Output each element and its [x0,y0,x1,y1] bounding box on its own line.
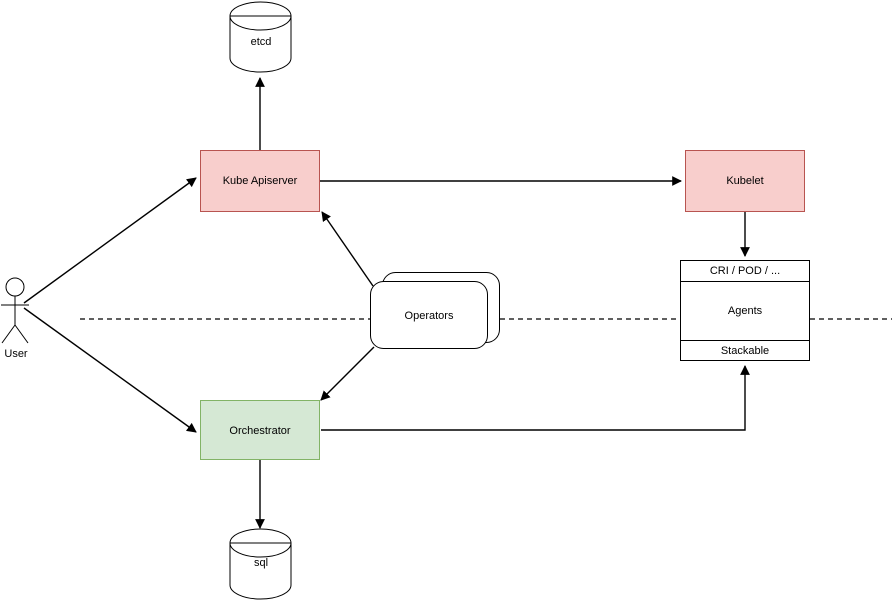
node-operators[interactable]: Operators [370,272,500,349]
kube-apiserver-box [200,150,320,212]
operators-label: Operators [405,310,454,322]
user-actor[interactable]: User [1,277,29,360]
node-agents-stack[interactable]: CRI / POD / ... Agents Stackable [680,260,810,361]
node-etcd[interactable]: etcd [229,1,292,73]
edge-user-to-kube-apiserver [23,177,197,304]
user-leg-left [1,324,16,344]
user-label: User [4,348,28,360]
node-sql[interactable]: sql [229,528,292,600]
user-leg-right [14,324,29,344]
user-head-icon [5,277,25,297]
kube-apiserver-label: Kube Apiserver [223,175,298,187]
agents-body-label: Agents [728,305,763,317]
edge-operators-to-kube-apiserver [321,211,374,287]
sql-cylinder-body [229,542,292,600]
edge-orchestrator-to-stackable [321,365,750,431]
edges-layer [23,77,750,529]
orchestrator-box [200,400,320,460]
agents-footer-label: Stackable [721,345,769,357]
node-kubelet[interactable]: Kubelet [685,150,805,212]
agents-header-label: CRI / POD / ... [710,265,780,277]
agents-outer-box [680,260,810,361]
orchestrator-label: Orchestrator [229,425,290,437]
operators-front-layer [370,281,488,349]
kubelet-box [685,150,805,212]
edge-user-to-orchestrator [23,307,197,433]
etcd-cylinder-body [229,15,292,73]
etcd-label: etcd [251,36,272,48]
edge-operators-to-orchestrator [320,346,375,401]
kubelet-label: Kubelet [726,175,763,187]
etcd-cylinder-top [229,1,292,31]
node-orchestrator[interactable]: Orchestrator [200,400,320,460]
sql-cylinder-top [229,528,292,558]
node-kube-apiserver[interactable]: Kube Apiserver [200,150,320,212]
sql-label: sql [254,557,268,569]
